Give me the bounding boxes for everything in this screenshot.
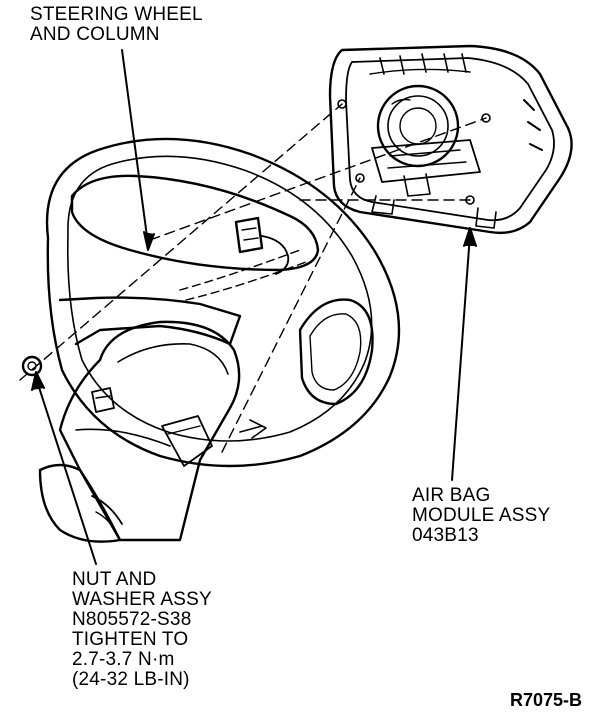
nut-label-line-4: TIGHTEN TO [72, 629, 189, 650]
air-bag-label-line-2: MODULE ASSY [412, 505, 551, 526]
nut-label-line-1: NUT AND [72, 569, 157, 590]
steering-wheel [45, 137, 401, 468]
nut-washer-label: NUT AND WASHER ASSY N805572-S38 TIGHTEN … [72, 570, 212, 690]
air-bag-module [328, 44, 573, 235]
steering-wheel-label-line-2: AND COLUMN [30, 24, 160, 45]
steering-column [38, 320, 267, 543]
air-bag-label-line-1: AIR BAG [412, 485, 491, 506]
leader-lines [31, 49, 477, 565]
steering-wheel-label-line-1: STEERING WHEEL [30, 4, 203, 25]
nut-and-washer [21, 355, 43, 377]
nut-label-line-2: WASHER ASSY [72, 589, 212, 610]
nut-label-line-5: 2.7-3.7 N·m [72, 649, 175, 670]
alignment-lines [19, 103, 487, 453]
nut-label-line-6: (24-32 LB-IN) [72, 669, 190, 690]
air-bag-module-label: AIR BAG MODULE ASSY 043B13 [412, 486, 550, 546]
air-bag-label-line-3: 043B13 [412, 525, 479, 546]
nut-label-line-3: N805572-S38 [72, 609, 192, 630]
reference-code: R7075-B [509, 690, 582, 710]
steering-wheel-label: STEERING WHEEL AND COLUMN [30, 5, 203, 45]
